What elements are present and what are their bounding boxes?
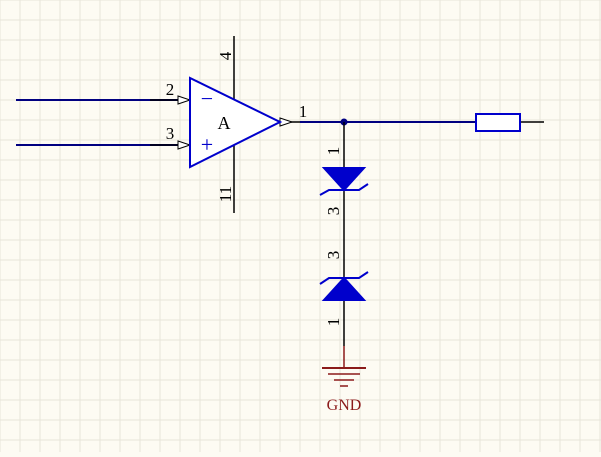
zener-bottom-triangle xyxy=(321,276,367,301)
resistor-body[interactable] xyxy=(475,113,521,132)
zener-top-triangle xyxy=(321,167,367,192)
pin-number-v-pos: 4 xyxy=(216,51,235,60)
zener-top-pin-b: 3 xyxy=(324,207,343,216)
zener-top-pin-a: 1 xyxy=(324,147,343,156)
pin-number-inverting: 2 xyxy=(166,80,175,99)
pin-number-non-inverting: 3 xyxy=(166,124,175,143)
pin-number-output: 1 xyxy=(299,102,308,121)
opamp-designator: A xyxy=(218,113,231,133)
opamp-body[interactable] xyxy=(189,76,283,169)
zener-top-bar xyxy=(319,183,369,196)
pin-number-v-neg: 11 xyxy=(216,186,235,202)
ground-symbol[interactable] xyxy=(322,346,366,387)
opamp-non-inverting-sign: + xyxy=(201,132,213,157)
zener-diode-top[interactable] xyxy=(319,167,369,196)
opamp-inverting-sign: − xyxy=(201,86,213,111)
pin-arrow-non-inverting xyxy=(177,140,192,150)
zener-bottom-pin-b: 1 xyxy=(324,318,343,327)
ground-net-label: GND xyxy=(327,397,362,414)
zener-bottom-pin-a: 3 xyxy=(324,251,343,260)
pin-arrow-inverting xyxy=(177,95,192,105)
zener-diode-bottom[interactable] xyxy=(319,271,369,301)
